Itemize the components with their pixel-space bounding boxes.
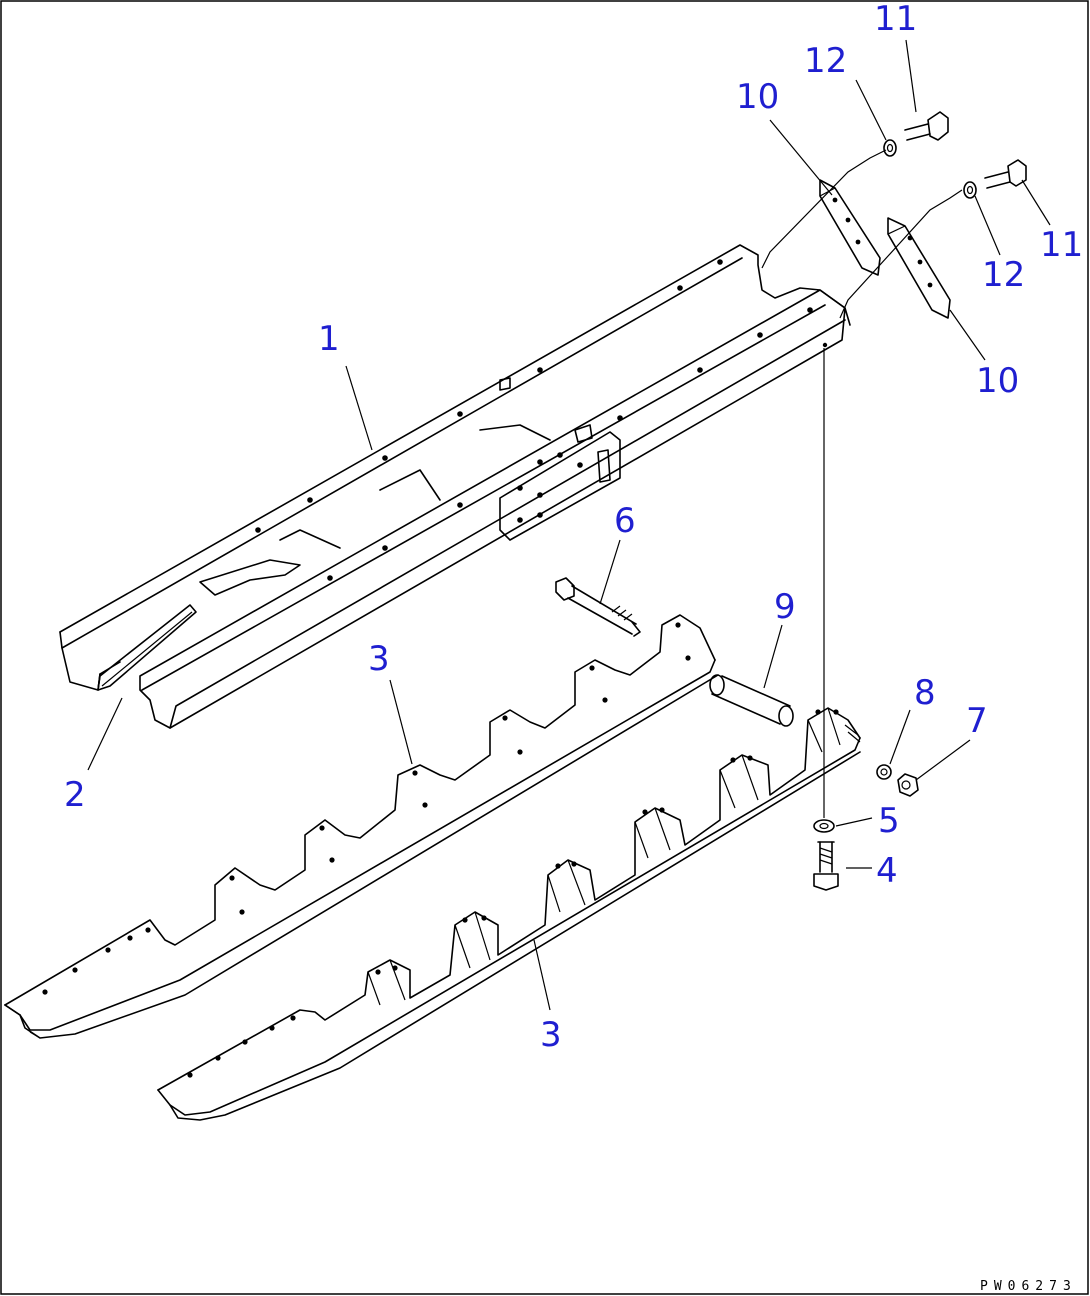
guard-upper-holes <box>42 622 691 995</box>
washer-part-8 <box>876 764 892 780</box>
bolt-part-11-b <box>984 159 1027 189</box>
callout-3-lower: 3 <box>540 1015 562 1055</box>
bracket-plate-part-10-b <box>887 217 951 319</box>
callout-10-upper: 10 <box>736 77 779 117</box>
leader-lines <box>87 39 1051 1011</box>
frame-bolt-holes <box>255 259 828 581</box>
track-guard-part-3-upper <box>4 614 719 1039</box>
track-frame-part-1 <box>59 244 851 729</box>
bolt-part-11-a <box>904 111 949 141</box>
callout-11-lower: 11 <box>1040 225 1083 265</box>
callout-6: 6 <box>614 501 636 541</box>
track-guard-part-3-lower <box>157 707 861 1121</box>
bolt-part-4 <box>813 841 839 891</box>
washer-part-12-a <box>883 139 897 157</box>
callout-1: 1 <box>318 319 340 359</box>
callout-12-lower: 12 <box>982 255 1025 295</box>
washer-part-5 <box>813 819 835 833</box>
callout-2: 2 <box>64 775 86 815</box>
callout-3-upper: 3 <box>368 639 390 679</box>
callout-4: 4 <box>876 851 898 891</box>
callout-9: 9 <box>774 587 796 627</box>
callout-5: 5 <box>878 801 900 841</box>
washer-part-12-b <box>963 181 977 199</box>
callout-11-upper: 11 <box>874 0 917 39</box>
guard-lower-holes <box>187 709 839 1078</box>
callout-8: 8 <box>914 673 936 713</box>
callout-12-upper: 12 <box>804 41 847 81</box>
callout-7: 7 <box>966 701 988 741</box>
guard-strip-part-2 <box>97 604 197 691</box>
nut-part-7 <box>897 773 919 797</box>
long-bolt-part-6 <box>555 577 641 637</box>
callout-labels: 1 2 3 3 4 5 6 7 8 9 10 10 11 11 12 12 <box>64 0 1083 1055</box>
drawing-code: PW06273 <box>980 1279 1077 1294</box>
callout-10-lower: 10 <box>976 361 1019 401</box>
spacer-pipe-part-9 <box>709 674 794 727</box>
bracket-plate-part-10-a <box>819 179 881 276</box>
